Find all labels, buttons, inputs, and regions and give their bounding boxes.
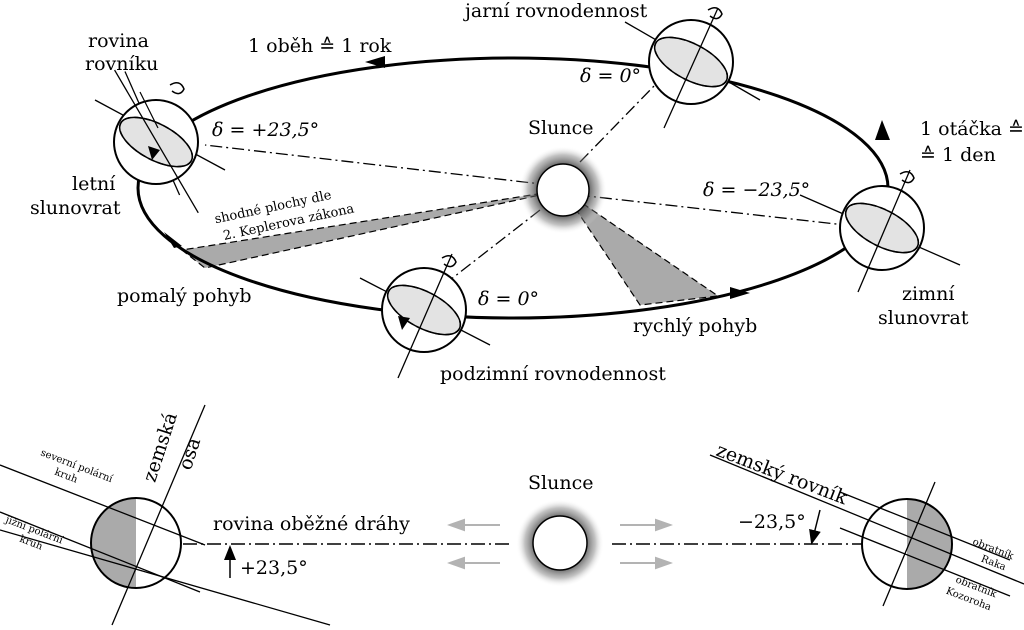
earth-equator-label: zemský rovník — [713, 439, 851, 509]
kepler-area-fast — [562, 189, 720, 306]
earth-winter-solstice — [799, 169, 961, 293]
equator-plane-label-2: rovníku — [85, 53, 158, 75]
sun-bottom — [516, 499, 604, 587]
sun-top-label: Slunce — [528, 117, 593, 139]
sun-top — [519, 146, 607, 234]
plus-angle-label: +23,5° — [240, 557, 308, 579]
fast-motion-label: rychlý pohyb — [633, 315, 757, 337]
delta-summer-label: δ = +23,5° — [212, 119, 319, 141]
rotation-label-1: 1 otáčka ≙ — [920, 118, 1024, 140]
slow-motion-label: pomalý pohyb — [117, 285, 252, 307]
equator-plane-pointer — [139, 91, 159, 129]
orbit-period-label: 1 oběh ≙ 1 rok — [248, 35, 392, 57]
sun-bottom-label: Slunce — [528, 472, 593, 494]
earth-summer-solstice — [94, 69, 226, 214]
minus-angle-arrow — [809, 509, 821, 545]
summer-solstice-label-1: letní — [72, 173, 116, 195]
delta-spring-label: δ = 0° — [580, 65, 641, 87]
sun-earth-lines — [204, 84, 846, 281]
autumnal-equinox-label: podzimní rovnodennost — [440, 363, 666, 385]
kepler-area-slow — [180, 189, 564, 269]
delta-autumn-label: δ = 0° — [478, 288, 539, 310]
earth-autumnal-equinox — [359, 253, 491, 379]
winter-solstice-label-2: slunovrat — [878, 307, 969, 329]
earth-vernal-equinox — [624, 7, 761, 129]
summer-solstice-label-2: slunovrat — [30, 197, 121, 219]
orbital-plane-label: rovina oběžné dráhy — [213, 513, 410, 535]
earth-axis-label-2: osa — [174, 435, 205, 473]
earth-right-bottom — [709, 454, 1024, 607]
minus-angle-label: −23,5° — [738, 511, 806, 533]
equator-plane-label-1: rovina — [88, 30, 149, 52]
rotation-label-2: ≙ 1 den — [920, 144, 996, 166]
orbit-direction-arrows — [164, 56, 890, 299]
delta-winter-label: δ = −23,5° — [703, 179, 810, 201]
vernal-equinox-label: jarní rovnodennost — [463, 0, 648, 22]
winter-solstice-label-1: zimní — [902, 283, 955, 305]
light-arrows — [447, 518, 673, 570]
